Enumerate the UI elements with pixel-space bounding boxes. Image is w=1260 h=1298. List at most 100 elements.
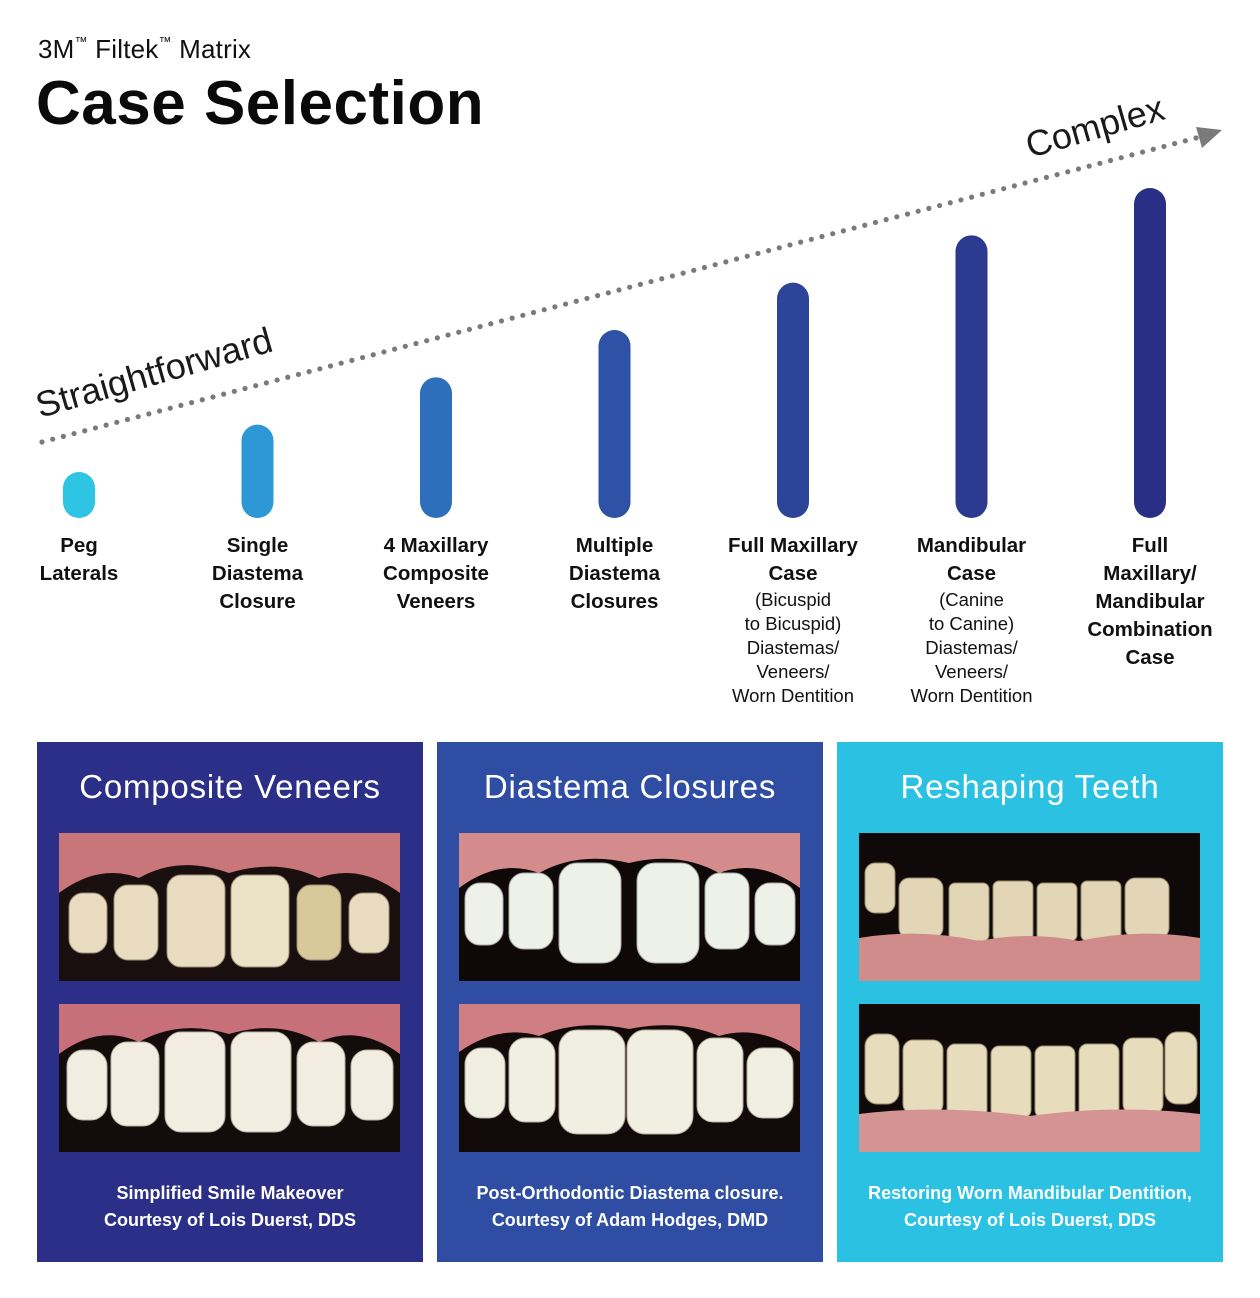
- arrow-dot: [936, 202, 943, 209]
- arrow-dot: [851, 225, 857, 231]
- arrow-dot: [50, 436, 56, 442]
- arrow-dot: [285, 374, 291, 380]
- arrow-dot: [894, 214, 900, 220]
- arrow-dot: [627, 284, 633, 290]
- dotted-arrow-line: [39, 135, 1199, 445]
- arrow-dot: [680, 270, 686, 276]
- arrow-dot: [1172, 141, 1178, 147]
- arrow-dot: [1065, 169, 1071, 175]
- complexity-bar: [777, 282, 809, 518]
- caption-line-1: Restoring Worn Mandibular Dentition,: [868, 1183, 1192, 1203]
- complexity-bar: [241, 424, 274, 518]
- arrow-dot: [744, 253, 750, 259]
- arrow-dot: [317, 366, 323, 372]
- arrow-dot: [947, 200, 953, 206]
- brand-matrix: Matrix: [179, 34, 252, 64]
- complexity-bar: [1134, 188, 1166, 518]
- arrow-dot: [242, 385, 248, 392]
- arrow-dot: [60, 433, 66, 439]
- panel-title: Reshaping Teeth: [900, 768, 1160, 805]
- arrow-dot: [584, 295, 590, 302]
- straightforward-label: Straightforward: [31, 319, 277, 426]
- arrow-dot: [808, 236, 814, 242]
- arrow-dot: [82, 428, 88, 434]
- arrow-dot: [1097, 160, 1103, 166]
- arrow-dot: [392, 346, 398, 352]
- arrow-dot: [1075, 166, 1082, 172]
- arrow-dot: [199, 397, 205, 403]
- arrow-dot: [1129, 152, 1135, 158]
- after-photo: [459, 1004, 800, 1152]
- arrow-dot: [830, 231, 836, 237]
- arrow-dot: [146, 411, 152, 417]
- arrow-dot: [402, 343, 408, 349]
- caption-line-1: Simplified Smile Makeover: [116, 1183, 344, 1203]
- caption-line-2: Courtesy of Lois Duerst, DDS: [103, 1210, 357, 1230]
- arrow-dot: [1011, 183, 1017, 189]
- arrow-dot: [605, 290, 611, 296]
- arrow-dot: [221, 391, 227, 397]
- panel-composite-veneers: Composite Veneers: [37, 742, 423, 1262]
- arrow-dot: [295, 371, 302, 378]
- arrow-dot: [498, 318, 505, 324]
- arrow-dot: [466, 326, 473, 333]
- arrow-dot: [701, 264, 708, 271]
- arrow-dot: [552, 304, 558, 310]
- arrow-dot: [1043, 174, 1050, 181]
- arrow-dot: [541, 307, 547, 313]
- arrow-dot: [210, 394, 216, 400]
- arrow-dot: [167, 405, 173, 411]
- arrow-dot: [381, 349, 387, 355]
- arrow-dot: [691, 267, 697, 273]
- arrow-dot: [124, 416, 131, 423]
- arrow-dot: [872, 219, 879, 226]
- page-title: Case Selection: [36, 69, 485, 138]
- arrow-dot: [71, 430, 77, 437]
- arrow-dot: [1022, 180, 1028, 186]
- arrow-dot: [509, 315, 515, 321]
- arrow-dot: [359, 354, 366, 361]
- arrow-dot: [904, 211, 911, 217]
- arrow-dot: [1118, 155, 1124, 161]
- arrow-dot: [915, 208, 921, 214]
- complexity-bar: [63, 472, 95, 518]
- panel-caption: Post-Orthodontic Diastema closure. Court…: [437, 1180, 823, 1234]
- panel-caption: Simplified Smile Makeover Courtesy of Lo…: [37, 1180, 423, 1234]
- caption-line-1: Post-Orthodontic Diastema closure.: [476, 1183, 784, 1203]
- arrow-dot: [253, 383, 259, 389]
- arrow-dot: [1150, 146, 1156, 152]
- arrow-dot: [349, 357, 355, 363]
- arrow-dot: [1161, 143, 1167, 150]
- arrow-dot: [445, 332, 451, 338]
- arrow-dot: [840, 228, 846, 234]
- arrow-dot: [862, 222, 868, 228]
- before-photo: [459, 833, 800, 981]
- complex-label: Complex: [1021, 87, 1169, 166]
- caption-line-2: Courtesy of Adam Hodges, DMD: [491, 1210, 769, 1230]
- arrow-dot: [263, 380, 269, 386]
- arrow-dot: [327, 363, 334, 369]
- arrow-dot: [274, 377, 280, 383]
- arrow-dot: [637, 281, 643, 287]
- panel-title: Diastema Closures: [483, 768, 777, 805]
- complexity-bar: [955, 235, 988, 519]
- before-photo: [859, 833, 1200, 981]
- arrow-dot: [787, 242, 793, 248]
- arrow-dot: [819, 233, 825, 240]
- arrow-dot: [765, 247, 772, 254]
- arrow-dot: [488, 321, 494, 327]
- complexity-scale: Straightforward Complex: [31, 87, 1222, 519]
- trademark-mark: ™: [74, 34, 88, 50]
- arrow-dot: [456, 329, 462, 335]
- arrow-dot: [39, 439, 45, 445]
